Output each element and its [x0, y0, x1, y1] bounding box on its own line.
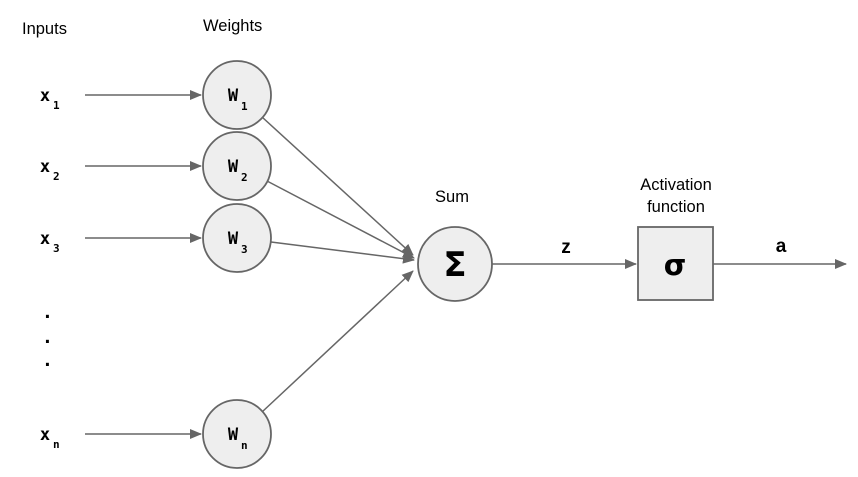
inputs-label: Inputs — [22, 20, 67, 38]
weight-label-w2: W — [228, 157, 239, 177]
ellipsis-dot-1: . — [42, 302, 53, 323]
sum-node — [417, 226, 493, 302]
ellipsis-dot-2: . — [42, 327, 53, 348]
connectors — [85, 90, 847, 439]
input-sub-x2: 2 — [53, 170, 60, 183]
input-label-x3: x — [40, 229, 50, 249]
weight-label-wn: W — [228, 425, 239, 445]
weight-label-w3: W — [228, 229, 239, 249]
weight-node-w1 — [202, 60, 272, 130]
arrow-w3-to-sum — [270, 241, 415, 264]
input-label-xn: x — [40, 425, 50, 445]
z-signal-label: z — [561, 237, 571, 258]
ellipsis-dot-3: . — [42, 350, 53, 371]
weight-label-w1: W — [228, 86, 239, 106]
arrow-wn-to-sum — [261, 270, 414, 413]
sum-label: Sum — [435, 188, 469, 206]
weights-label: Weights — [203, 17, 262, 35]
a-signal-label: a — [776, 236, 787, 257]
input-sub-xn: n — [53, 438, 60, 451]
weight-sub-w3: 3 — [241, 243, 248, 256]
weight-node-w2 — [202, 131, 272, 201]
weight-sub-w1: 1 — [241, 100, 248, 113]
sigma-activation-symbol: σ — [664, 248, 687, 282]
weight-sub-w2: 2 — [241, 171, 248, 184]
input-label-x2: x — [40, 157, 50, 177]
activation-label-line2: function — [647, 198, 705, 216]
activation-label-line1: Activation — [640, 176, 712, 194]
input-label-x1: x — [40, 86, 50, 106]
diagram-text: Inputs Weights Sum Activation function x… — [22, 17, 787, 452]
weight-node-wn — [202, 399, 272, 469]
activation-function-box — [637, 226, 714, 301]
input-sub-x3: 3 — [53, 242, 60, 255]
weight-node-w3 — [202, 203, 272, 273]
arrow-w2-to-sum — [266, 180, 415, 259]
arrow-w1-to-sum — [261, 116, 414, 256]
input-sub-x1: 1 — [53, 99, 60, 112]
nodes — [202, 60, 714, 469]
sigma-sum-symbol: Σ — [443, 245, 466, 285]
weight-sub-wn: n — [241, 439, 248, 452]
